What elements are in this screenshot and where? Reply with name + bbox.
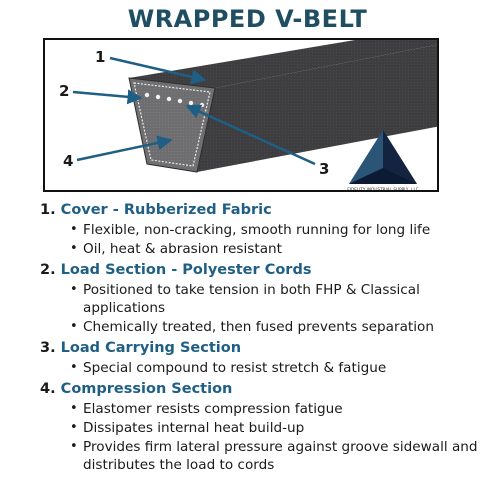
- fidelity-logo: FIDELITY INDUSTRIAL SUPPLY, LLC: [347, 130, 419, 192]
- section-load: 2. Load Section - Polyester Cords Positi…: [40, 261, 490, 336]
- callout-line-1: [109, 56, 207, 85]
- v-belt-illustration: 1 2 3 4 FIDELITY INDUSTRIAL SUPPLY, LLC: [59, 40, 437, 192]
- list-item: Provides firm lateral pressure against g…: [70, 438, 490, 474]
- section-name: Load Carrying Section: [60, 340, 242, 356]
- callout-line-2: [72, 89, 143, 105]
- logo-text: FIDELITY INDUSTRIAL SUPPLY, LLC: [347, 187, 419, 192]
- list-item: Positioned to take tension in both FHP &…: [70, 281, 490, 317]
- section-name: Compression Section: [60, 381, 233, 397]
- belt-cover-outline: [133, 82, 211, 167]
- section-number: 3.: [40, 340, 56, 356]
- bullet-list: Flexible, non-cracking, smooth running f…: [40, 221, 490, 258]
- section-cover: 1. Cover - Rubberized Fabric Flexible, n…: [40, 201, 490, 258]
- list-item: Chemically treated, then fused prevents …: [70, 318, 490, 336]
- section-number: 2.: [40, 262, 56, 278]
- section-compression: 4. Compression Section Elastomer resists…: [40, 380, 490, 474]
- feature-sections: 1. Cover - Rubberized Fabric Flexible, n…: [40, 198, 490, 475]
- v-belt-diagram: 1 2 3 4 FIDELITY INDUSTRIAL SUPPLY, LLC: [43, 38, 439, 192]
- section-name: Load Section - Polyester Cords: [60, 262, 312, 278]
- callout-4: 4: [63, 152, 73, 170]
- section-number: 4.: [40, 381, 56, 397]
- section-number: 1.: [40, 202, 56, 218]
- callout-line-4: [76, 135, 173, 162]
- list-item: Flexible, non-cracking, smooth running f…: [70, 221, 490, 239]
- list-item: Oil, heat & abrasion resistant: [70, 240, 490, 258]
- callout-2: 2: [59, 82, 69, 100]
- bullet-list: Special compound to resist stretch & fat…: [40, 359, 490, 377]
- callout-1: 1: [95, 48, 105, 66]
- belt-side-surface: [197, 44, 437, 172]
- section-title: 3. Load Carrying Section: [40, 339, 490, 358]
- list-item: Special compound to resist stretch & fat…: [70, 359, 490, 377]
- callout-3: 3: [319, 160, 329, 178]
- belt-cross-section: [128, 77, 216, 173]
- bullet-list: Positioned to take tension in both FHP &…: [40, 281, 490, 336]
- callout-line-3: [185, 104, 316, 166]
- bullet-list: Elastomer resists compression fatigue Di…: [40, 400, 490, 474]
- section-load-carrying: 3. Load Carrying Section Special compoun…: [40, 339, 490, 377]
- page-title: WRAPPED V-BELT: [127, 5, 368, 33]
- section-title: 4. Compression Section: [40, 380, 490, 399]
- list-item: Dissipates internal heat build-up: [70, 419, 490, 437]
- section-name: Cover - Rubberized Fabric: [60, 202, 272, 218]
- section-title: 1. Cover - Rubberized Fabric: [40, 201, 490, 220]
- section-title: 2. Load Section - Polyester Cords: [40, 261, 490, 280]
- list-item: Elastomer resists compression fatigue: [70, 400, 490, 418]
